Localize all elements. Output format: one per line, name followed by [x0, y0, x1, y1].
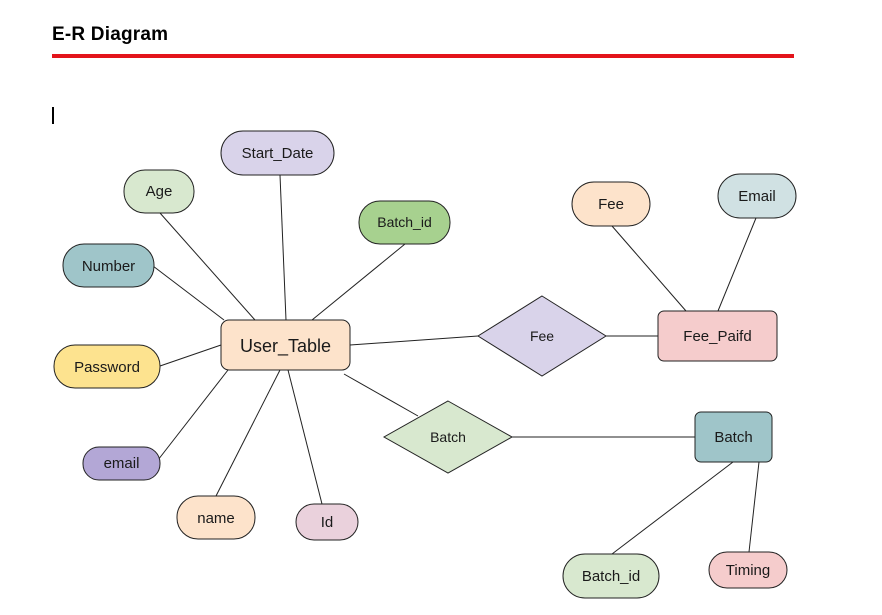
- entity-fee-paid-label: Fee_Paifd: [683, 328, 751, 345]
- text-cursor: [52, 107, 54, 124]
- attribute-age-label: Age: [146, 183, 173, 200]
- entity-user-table-shape: [220, 319, 351, 371]
- entity-user-table: User_Table: [220, 319, 351, 371]
- attribute-email-fee-shape: [717, 173, 797, 219]
- line-batch-timing: [748, 461, 760, 553]
- attribute-name-shape: [176, 495, 256, 540]
- relationship-fee: Fee: [477, 295, 607, 377]
- attribute-password-label: Password: [74, 359, 140, 376]
- attribute-name-label: name: [197, 510, 235, 527]
- attribute-number-shape: [62, 243, 155, 288]
- attribute-batch-id-batch-label: Batch_id: [582, 568, 640, 585]
- line-user-email: [157, 369, 229, 461]
- relationship-fee-shape: [477, 295, 607, 377]
- relationship-batch-label: Batch: [430, 429, 466, 445]
- attribute-fee: Fee: [571, 181, 651, 227]
- attribute-id-shape: [295, 503, 359, 541]
- attribute-timing: Timing: [708, 551, 788, 589]
- line-fee-paid-fee: [611, 225, 687, 312]
- attribute-id-label: Id: [321, 514, 334, 531]
- title-underline: [52, 54, 794, 58]
- attribute-age: Age: [123, 169, 195, 214]
- line-batch-batch-id: [611, 461, 734, 555]
- attribute-email-fee: Email: [717, 173, 797, 219]
- attribute-number-label: Number: [82, 258, 135, 275]
- entity-batch-label: Batch: [714, 429, 752, 446]
- attribute-batch-id-batch: Batch_id: [562, 553, 660, 599]
- entity-fee-paid-shape: [657, 310, 778, 362]
- line-user-start-date: [279, 174, 287, 321]
- attribute-name: name: [176, 495, 256, 540]
- attribute-timing-shape: [708, 551, 788, 589]
- attribute-batch-id-user: Batch_id: [358, 200, 451, 245]
- page-title: E-R Diagram: [52, 24, 169, 45]
- attribute-fee-shape: [571, 181, 651, 227]
- attribute-password: Password: [53, 344, 161, 389]
- relationship-batch-shape: [382, 400, 514, 474]
- line-user-id: [287, 369, 323, 505]
- attribute-email-user: email: [82, 446, 161, 481]
- line-user-name: [215, 369, 281, 497]
- entity-fee-paid: Fee_Paifd: [657, 310, 778, 362]
- connector-lines: [152, 174, 760, 555]
- attribute-timing-label: Timing: [726, 562, 770, 579]
- attribute-number: Number: [62, 243, 155, 288]
- attribute-id: Id: [295, 503, 359, 541]
- attribute-start-date: Start_Date: [220, 130, 335, 176]
- attribute-password-shape: [53, 344, 161, 389]
- attribute-start-date-label: Start_Date: [242, 145, 314, 162]
- attribute-fee-label: Fee: [598, 196, 624, 213]
- entity-batch-shape: [694, 411, 773, 463]
- attribute-email-user-label: email: [104, 455, 140, 472]
- attribute-batch-id-batch-shape: [562, 553, 660, 599]
- relationship-batch: Batch: [382, 400, 514, 474]
- line-user-number: [152, 265, 225, 321]
- attribute-age-shape: [123, 169, 195, 214]
- relationship-fee-label: Fee: [530, 328, 554, 344]
- attribute-email-fee-label: Email: [738, 188, 776, 205]
- line-user-password: [159, 344, 222, 367]
- line-user-batch-id: [311, 243, 406, 321]
- entity-user-table-label: User_Table: [240, 336, 331, 357]
- attribute-batch-id-user-shape: [358, 200, 451, 245]
- line-fee-paid-email: [717, 217, 757, 312]
- line-user-age: [159, 212, 256, 321]
- attribute-batch-id-user-label: Batch_id: [377, 214, 431, 230]
- line-user-fee-rel: [349, 335, 479, 346]
- line-user-batch-rel: [343, 373, 419, 417]
- entity-batch: Batch: [694, 411, 773, 463]
- attribute-start-date-shape: [220, 130, 335, 176]
- attribute-email-user-shape: [82, 446, 161, 481]
